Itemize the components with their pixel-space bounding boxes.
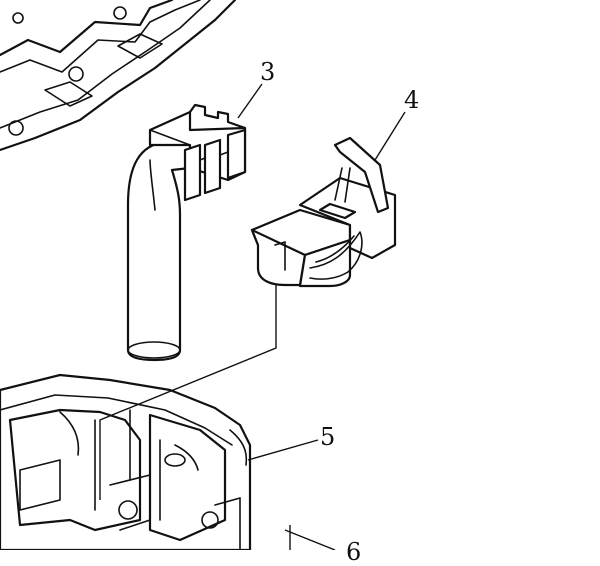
callout-4: 4 [404, 86, 420, 114]
exploded-parts-diagram [0, 0, 406, 550]
leader-lines [99, 83, 406, 550]
pipe-bracket-part-3 [126, 103, 247, 362]
callout-3: 3 [260, 58, 276, 86]
callout-6: 6 [346, 538, 362, 566]
clip-part-4 [250, 136, 397, 288]
callout-5: 5 [320, 423, 336, 451]
housing-body-part-5 [0, 373, 252, 550]
gasket-plate [0, 0, 237, 152]
